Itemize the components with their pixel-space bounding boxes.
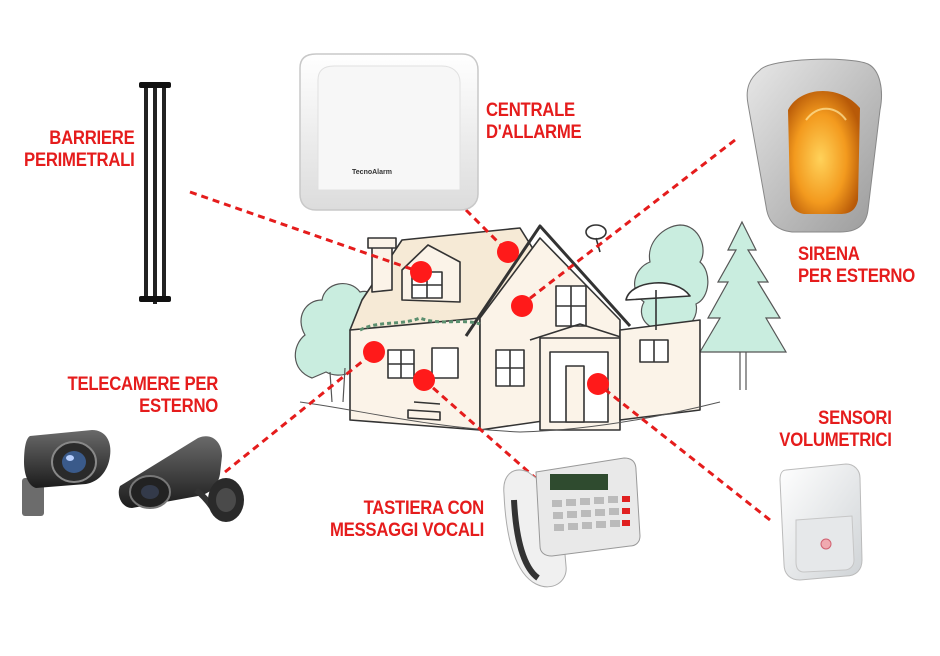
label-line: TASTIERA CON [363,498,485,519]
house [349,224,701,431]
keypad-icon [503,457,641,588]
label-line: VOLUMETRICI [779,430,893,451]
marker-sensori [587,373,609,395]
marker-tastiera [413,369,435,391]
marker-telecamere [363,341,385,363]
label-line: SIRENA [798,244,860,265]
label-sensori-volumetrici: SENSORI VOLUMETRICI [779,408,893,452]
label-sirena-esterno: SIRENA PER ESTERNO [798,244,915,288]
markers [363,241,609,395]
label-tastiera-messaggi: TASTIERA CON MESSAGGI VOCALI [330,498,484,542]
label-line: PERIMETRALI [23,150,135,171]
connector-sensori [597,382,771,522]
marker-centrale [497,241,519,263]
right-tree-large [698,220,788,390]
label-line: CENTRALE [486,100,575,121]
right-tree-small [634,224,709,331]
connector-sirena [519,138,736,308]
label-line: TELECAMERE PER [67,374,218,395]
perimeter-barrier-icon [139,82,171,304]
alarm-panel-icon: TecnoAlarm [299,53,479,211]
label-line: ESTERNO [139,396,218,417]
label-barriere-perimetrali: BARRIERE PERIMETRALI [23,128,135,172]
outdoor-siren-icon [746,58,882,233]
marker-barriere [410,261,432,283]
label-line: SENSORI [818,408,893,429]
connector-lines [189,138,771,522]
label-centrale-allarme: CENTRALE D'ALLARME [486,100,582,144]
label-line: MESSAGGI VOCALI [330,520,484,541]
motion-sensor-icon [779,463,863,581]
connector-telecamere [224,350,375,474]
panel-brand-text: TecnoAlarm [352,169,392,176]
connector-barriere [189,190,421,274]
label-telecamere-esterno: TELECAMERE PER ESTERNO [67,374,218,418]
label-line: D'ALLARME [486,122,582,143]
label-line: BARRIERE [48,128,134,149]
marker-sirena [511,295,533,317]
label-line: PER ESTERNO [798,266,915,287]
security-camera-icon [22,430,244,522]
connector-tastiera [423,378,541,484]
ground-line [299,401,721,433]
